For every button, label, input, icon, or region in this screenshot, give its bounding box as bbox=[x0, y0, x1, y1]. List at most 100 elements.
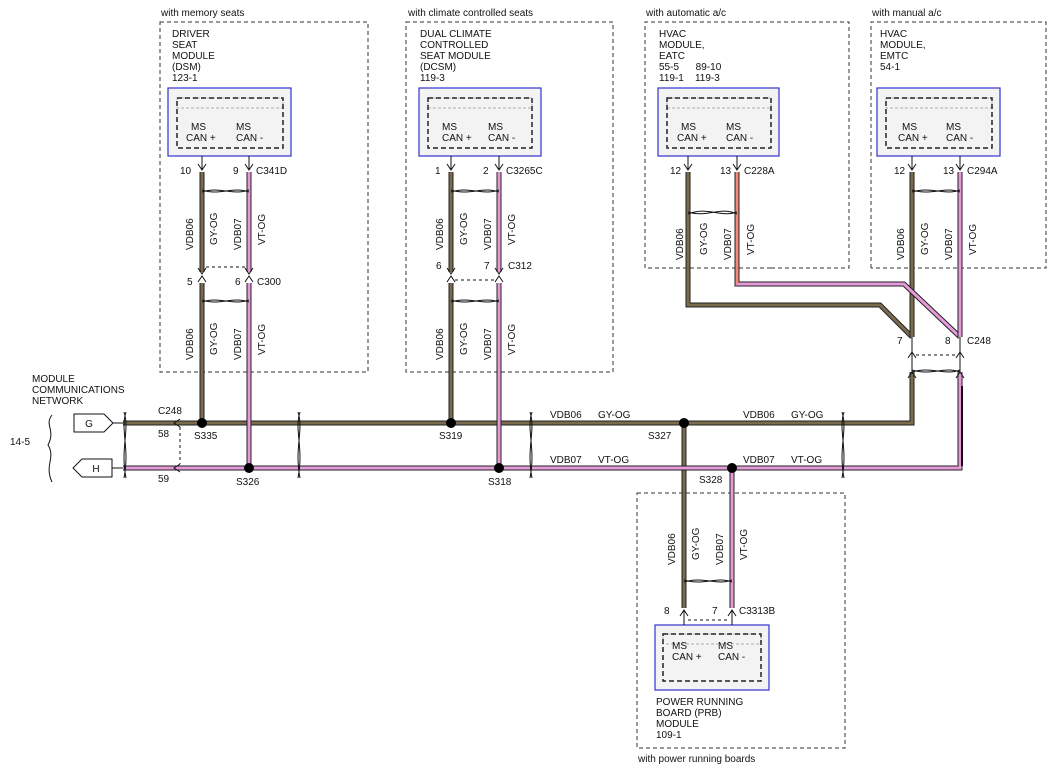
condition-prb: with power running boards bbox=[637, 754, 755, 765]
svg-text:DRIVER: DRIVER bbox=[172, 29, 210, 40]
pin-59-label: 59 bbox=[158, 474, 170, 485]
svg-text:VDB06: VDB06 bbox=[185, 328, 196, 360]
condition-eatc: with automatic a/c bbox=[645, 8, 726, 19]
svg-text:GY-OG: GY-OG bbox=[209, 322, 220, 355]
svg-text:MS: MS bbox=[681, 122, 696, 133]
splice-label-s327: S327 bbox=[648, 431, 672, 442]
svg-text:1: 1 bbox=[435, 166, 441, 177]
splice-s318[interactable] bbox=[494, 463, 504, 473]
svg-text:2: 2 bbox=[483, 166, 489, 177]
svg-text:GY-OG: GY-OG bbox=[459, 322, 470, 355]
svg-text:12: 12 bbox=[670, 166, 682, 177]
svg-text:POWER RUNNING: POWER RUNNING bbox=[656, 697, 743, 708]
svg-text:VDB07: VDB07 bbox=[723, 228, 734, 260]
svg-text:MS: MS bbox=[726, 122, 741, 133]
network-connector-g[interactable]: G bbox=[73, 413, 114, 433]
svg-text:C228A: C228A bbox=[744, 166, 775, 177]
svg-text:MS: MS bbox=[946, 122, 961, 133]
svg-text:123-1: 123-1 bbox=[172, 73, 198, 84]
module-box-dcsm: MS CAN + MS CAN - bbox=[418, 87, 542, 157]
splice-s319[interactable] bbox=[446, 418, 456, 428]
svg-text:MS: MS bbox=[488, 122, 503, 133]
splice-s327[interactable] bbox=[679, 418, 689, 428]
svg-text:GY-OG: GY-OG bbox=[699, 222, 710, 255]
svg-text:GY-OG: GY-OG bbox=[598, 410, 631, 421]
svg-text:VT-OG: VT-OG bbox=[507, 324, 518, 355]
svg-text:VDB07: VDB07 bbox=[483, 218, 494, 250]
svg-text:VT-OG: VT-OG bbox=[739, 529, 750, 560]
svg-text:CAN +: CAN + bbox=[898, 133, 928, 144]
region-dcsm bbox=[405, 21, 614, 373]
svg-text:C248: C248 bbox=[967, 336, 991, 347]
svg-text:VDB07: VDB07 bbox=[233, 218, 244, 250]
splice-s326[interactable] bbox=[244, 463, 254, 473]
svg-text:CAN -: CAN - bbox=[718, 652, 745, 663]
page-reference-brace bbox=[47, 414, 53, 483]
condition-dcsm: with climate controlled seats bbox=[407, 8, 533, 19]
svg-text:VDB07: VDB07 bbox=[233, 328, 244, 360]
svg-text:CAN -: CAN - bbox=[946, 133, 973, 144]
svg-text:GY-OG: GY-OG bbox=[920, 222, 931, 255]
module-name-prb: POWER RUNNING BOARD (PRB) MODULE 109-1 bbox=[656, 697, 743, 741]
svg-text:VT-OG: VT-OG bbox=[507, 214, 518, 245]
svg-text:7: 7 bbox=[484, 261, 490, 272]
svg-text:7: 7 bbox=[712, 606, 718, 617]
svg-text:VDB06: VDB06 bbox=[550, 410, 582, 421]
splice-label-s326: S326 bbox=[236, 477, 260, 488]
svg-text:VDB07: VDB07 bbox=[743, 455, 775, 466]
svg-text:MS: MS bbox=[902, 122, 917, 133]
c248-network-arrows bbox=[173, 418, 181, 473]
svg-text:GY-OG: GY-OG bbox=[459, 212, 470, 245]
svg-text:119-1 119-3: 119-1 119-3 bbox=[659, 73, 720, 84]
svg-text:VT-OG: VT-OG bbox=[257, 214, 268, 245]
pin-58-label: 58 bbox=[158, 429, 170, 440]
svg-text:C3265C: C3265C bbox=[506, 166, 543, 177]
svg-text:MODULE: MODULE bbox=[172, 51, 215, 62]
svg-text:SEAT: SEAT bbox=[172, 40, 197, 51]
network-connector-h[interactable]: H bbox=[72, 458, 113, 478]
splice-label-s328: S328 bbox=[699, 475, 723, 486]
svg-text:VDB06: VDB06 bbox=[185, 218, 196, 250]
svg-text:CAN -: CAN - bbox=[236, 133, 263, 144]
svg-text:VDB06: VDB06 bbox=[667, 533, 678, 565]
svg-text:6: 6 bbox=[235, 277, 241, 288]
splice-s335[interactable] bbox=[197, 418, 207, 428]
splice-s328[interactable] bbox=[727, 463, 737, 473]
svg-text:VDB06: VDB06 bbox=[675, 228, 686, 260]
svg-text:C341D: C341D bbox=[256, 166, 287, 177]
svg-text:MS: MS bbox=[718, 641, 733, 652]
svg-text:9: 9 bbox=[233, 166, 239, 177]
svg-text:GY-OG: GY-OG bbox=[209, 212, 220, 245]
module-name-emtc: HVAC MODULE, EMTC 54-1 bbox=[880, 29, 926, 73]
svg-text:VDB07: VDB07 bbox=[550, 455, 582, 466]
svg-text:6: 6 bbox=[436, 261, 442, 272]
svg-text:(DSM): (DSM) bbox=[172, 62, 201, 73]
svg-text:CAN +: CAN + bbox=[186, 133, 216, 144]
svg-text:MODULE: MODULE bbox=[32, 374, 75, 385]
region-eatc bbox=[644, 21, 850, 269]
svg-text:HVAC: HVAC bbox=[880, 29, 907, 40]
svg-text:VT-OG: VT-OG bbox=[598, 455, 629, 466]
svg-text:MODULE: MODULE bbox=[656, 719, 699, 730]
svg-text:CAN -: CAN - bbox=[726, 133, 753, 144]
svg-text:EMTC: EMTC bbox=[880, 51, 908, 62]
module-box-emtc: MS CAN + MS CAN - bbox=[876, 87, 1001, 157]
svg-text:SEAT MODULE: SEAT MODULE bbox=[420, 51, 491, 62]
splice-label-s335: S335 bbox=[194, 431, 218, 442]
wire-gy-og bbox=[123, 172, 915, 608]
svg-text:13: 13 bbox=[943, 166, 955, 177]
svg-text:CAN +: CAN + bbox=[442, 133, 472, 144]
svg-text:G: G bbox=[85, 419, 93, 430]
svg-text:MODULE,: MODULE, bbox=[880, 40, 926, 51]
svg-text:VT-OG: VT-OG bbox=[746, 224, 757, 255]
svg-text:12: 12 bbox=[894, 166, 906, 177]
svg-text:CAN -: CAN - bbox=[488, 133, 515, 144]
svg-text:GY-OG: GY-OG bbox=[791, 410, 824, 421]
wire-labels-horizontal: VDB06 GY-OG VDB06 GY-OG VDB07 VT-OG VDB0… bbox=[550, 410, 824, 466]
svg-text:109-1: 109-1 bbox=[656, 730, 682, 741]
twisted-pair-marks bbox=[123, 189, 961, 583]
page-reference: 14-5 bbox=[10, 437, 30, 448]
svg-text:DUAL CLIMATE: DUAL CLIMATE bbox=[420, 29, 492, 40]
svg-text:VDB07: VDB07 bbox=[483, 328, 494, 360]
